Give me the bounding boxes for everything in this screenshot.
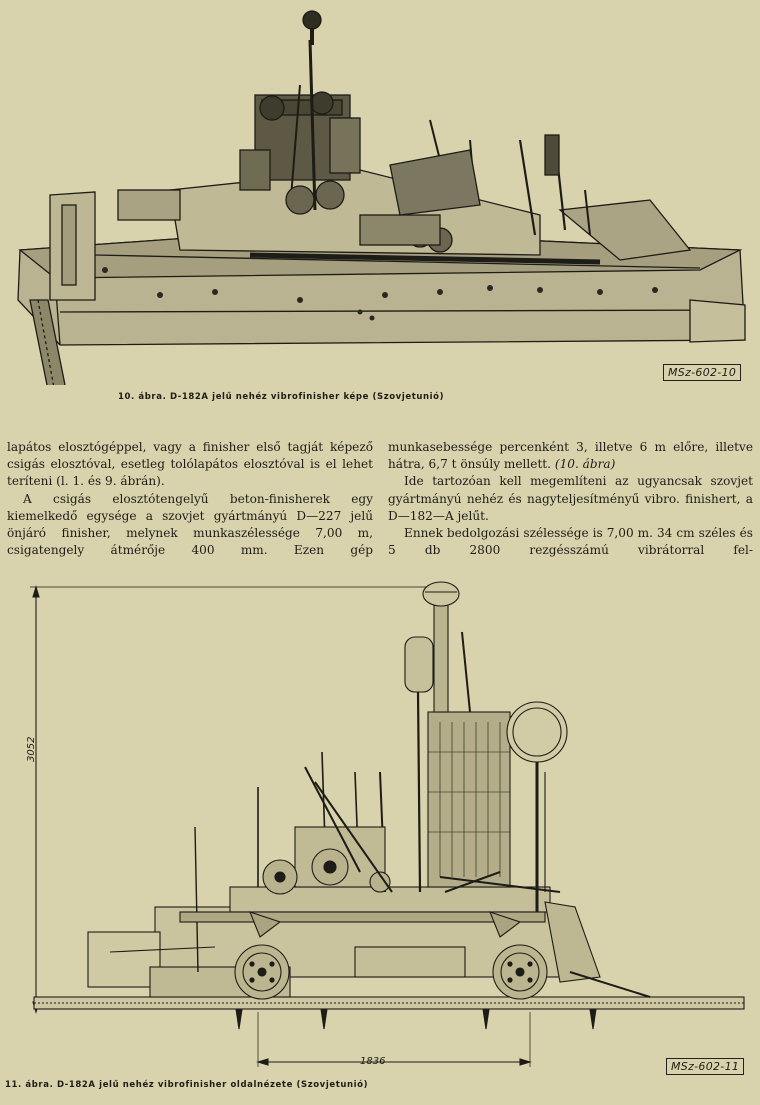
figure-10-caption: 10. ábra. D-182A jelű nehéz vibrofinishe… bbox=[118, 392, 445, 402]
wheelbase-dimension-label: 1836 bbox=[360, 1056, 386, 1067]
figure-10-illustration bbox=[17, 10, 746, 385]
right-paragraph-1-text: munkasebessége percenként 3, illetve 6 m… bbox=[388, 440, 753, 472]
figure-11-caption: 11. ábra. D-182A jelű nehéz vibrofinishe… bbox=[5, 1080, 369, 1090]
left-paragraph-2: A csigás elosztótengelyű beton-finishere… bbox=[7, 491, 373, 558]
text-column-left: lapátos elosztógéppel, vagy a finisher e… bbox=[7, 439, 373, 559]
figure-10-reference-code: MSz-602-10 bbox=[663, 364, 742, 381]
right-paragraph-2: Ide tartozóan kell megemlíteni az ugyanc… bbox=[388, 474, 753, 523]
wheels bbox=[234, 944, 548, 1000]
figure-11-drawing bbox=[30, 581, 745, 1067]
figure-10-photo bbox=[0, 0, 760, 385]
height-dimension-label: 3052 bbox=[26, 736, 37, 762]
figure-11-side-elevation bbox=[0, 572, 760, 1087]
right-paragraph-1: munkasebessége percenként 3, illetve 6 m… bbox=[388, 439, 753, 473]
figure-11-reference-code: MSz-602-11 bbox=[666, 1058, 745, 1075]
right-paragraph-3: Ennek bedolgozási szélessége is 7,00 m. … bbox=[388, 526, 753, 558]
figure-10-inline-reference: (10. ábra) bbox=[554, 457, 616, 472]
left-paragraph-1: lapátos elosztógéppel, vagy a finisher e… bbox=[7, 440, 373, 489]
text-column-right: munkasebessége percenként 3, illetve 6 m… bbox=[388, 439, 753, 559]
